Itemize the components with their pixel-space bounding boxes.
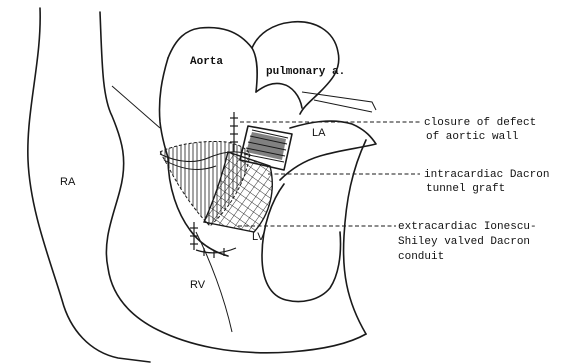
annotation-closure-line2: of aortic wall (426, 131, 518, 143)
aorta-base-line (112, 86, 160, 128)
label-rv: RV (190, 279, 206, 291)
label-la: LA (312, 127, 326, 139)
annotation-conduit-line3: conduit (398, 251, 444, 263)
label-ra: RA (60, 176, 76, 188)
annotation-conduit-line2: Shiley valved Dacron (398, 236, 530, 248)
right-atrium-outline (28, 8, 150, 362)
annotation-tunnel-line2: tunnel graft (426, 183, 505, 195)
annotation-closure-line1: closure of defect (424, 117, 536, 129)
annotation-conduit-line1: extracardiac Ionescu- (398, 221, 537, 233)
annotation-tunnel-line1: intracardiac Dacron (424, 169, 549, 181)
pulmonary-artery-lower (256, 83, 302, 108)
label-aorta: Aorta (190, 56, 223, 68)
aorta-left-edge (159, 58, 168, 158)
label-lv: LV (252, 231, 265, 243)
left-ventricle-inner (262, 184, 341, 302)
label-pulmonary: pulmonary a. (266, 66, 345, 78)
pulmonary-branch-lower (314, 100, 372, 112)
pulmonary-branch-upper (302, 92, 376, 110)
left-ventricle-outline (344, 140, 366, 334)
